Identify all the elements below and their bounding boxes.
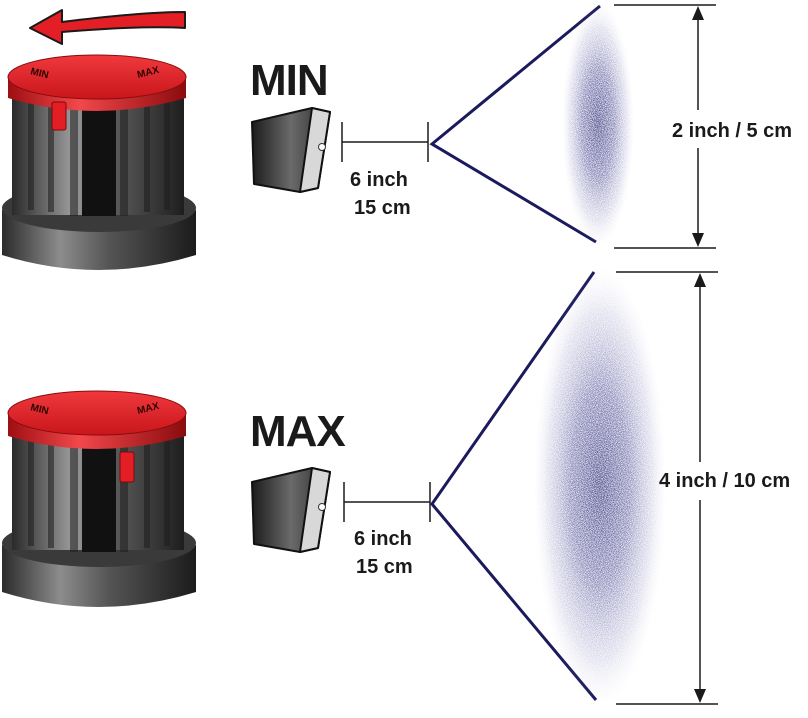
spray-nozzle-icon: [251, 107, 331, 193]
nozzle-assembly-min: MIN MAX: [2, 54, 196, 270]
distance-label-inch: 6 inch: [354, 528, 412, 550]
mode-label-min: MIN: [250, 56, 328, 105]
spray-pattern-max: [534, 268, 666, 704]
distance-dimension-min: [341, 122, 429, 162]
distance-label-cm: 15 cm: [354, 197, 411, 219]
distance-label-inch: 6 inch: [350, 169, 408, 191]
width-label-min: 2 inch / 5 cm: [672, 120, 792, 142]
knob-min-label: MIN: [29, 402, 49, 417]
spray-pattern-min: [562, 2, 634, 246]
knob-min-label: MIN: [29, 66, 49, 81]
rotate-left-arrow-icon: [29, 9, 186, 45]
knob-max-label: MAX: [136, 65, 161, 81]
mode-label-max: MAX: [250, 407, 345, 456]
nozzle-assembly-max: MIN MAX: [2, 390, 196, 607]
spray-cone-min: [429, 4, 601, 244]
width-dimension-max: [616, 271, 718, 705]
distance-label-cm: 15 cm: [356, 556, 413, 578]
spray-cone-max: [430, 271, 598, 701]
width-label-max: 4 inch / 10 cm: [659, 470, 790, 492]
width-dimension-min: [614, 4, 716, 249]
spray-nozzle-icon: [251, 467, 331, 553]
knob-max-label: MAX: [136, 401, 161, 417]
distance-dimension-max: [343, 482, 431, 522]
